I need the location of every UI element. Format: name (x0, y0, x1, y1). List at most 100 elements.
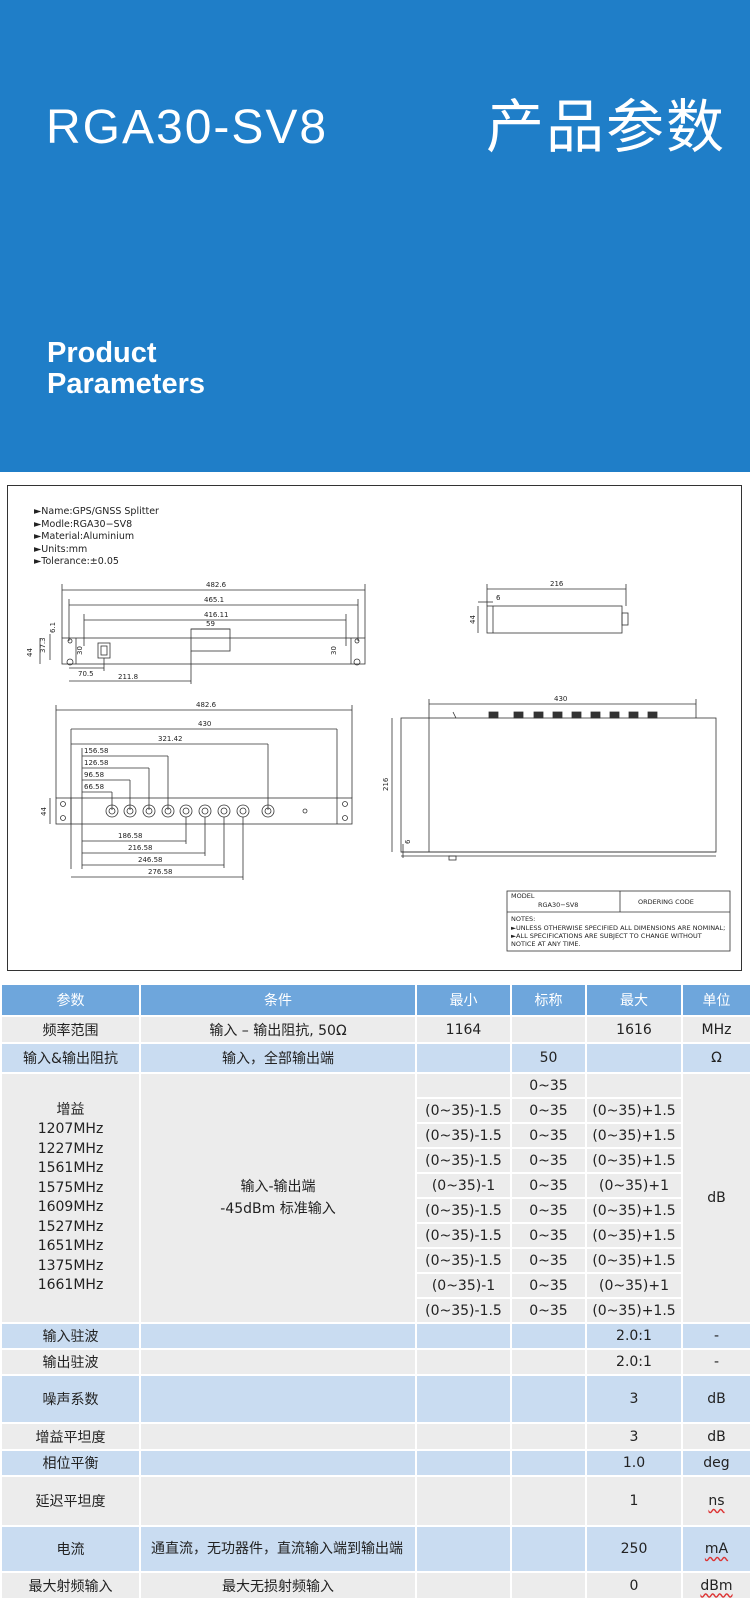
header-banner: RGA30-SV8 产品参数 Product Parameters (0, 0, 750, 472)
cell-nominal (510, 1449, 587, 1477)
english-subtitle: Product Parameters (47, 338, 205, 400)
cell-nominal: 0~35 (510, 1197, 587, 1224)
header-condition: 条件 (139, 983, 417, 1017)
tb-model-label: MODEL (511, 892, 535, 900)
row-gain-9: (0~35)-1.5 0~35 (0~35)+1.5 (1, 1297, 750, 1324)
side-dim-6: 6 (496, 594, 501, 602)
cell-nominal (510, 1525, 587, 1573)
cell-param: 输出驻波 (0, 1348, 141, 1376)
cell-min: (0~35)-1.5 (415, 1247, 512, 1274)
cell-min: (0~35)-1.5 (415, 1147, 512, 1174)
row-gain-5: (0~35)-1.5 0~35 (0~35)+1.5 (1, 1197, 750, 1224)
cell-min: (0~35)-1 (415, 1172, 512, 1199)
dim-465-1: 465.1 (204, 596, 224, 604)
cell-max: 2.0:1 (585, 1322, 683, 1350)
cell-condition: 输入 – 输出阻抗, 50Ω (139, 1015, 417, 1044)
row-gain-8: (0~35)-1 0~35 (0~35)+1 (1, 1272, 750, 1299)
gain-freq-4: 1575MHz (37, 1179, 104, 1196)
cell-min: (0~35)-1.5 (415, 1122, 512, 1149)
header-unit: 单位 (681, 983, 750, 1017)
tb-ordering: ORDERING CODE (638, 898, 694, 906)
tb-model-value: RGA30−SV8 (538, 901, 578, 909)
dim-30-left: 30 (76, 646, 84, 655)
spec-name: ►Name:GPS/GNSS Splitter (34, 506, 159, 517)
dim-30-right: 30 (330, 646, 338, 655)
dim-211-8: 211.8 (118, 673, 138, 681)
cell-nominal: 0~35 (510, 1247, 587, 1274)
cell-min (415, 1449, 512, 1477)
cell-nominal: 0~35 (510, 1097, 587, 1124)
cell-max: (0~35)+1.5 (585, 1297, 683, 1324)
panel-dim-186-58: 186.58 (118, 832, 143, 840)
spec-material: ►Material:Aluminium (34, 531, 135, 542)
cell-nominal (510, 1571, 587, 1600)
cell-condition (139, 1322, 417, 1350)
row-gain-1: (0~35)-1.5 0~35 (0~35)+1.5 (1, 1097, 750, 1124)
top-dim-6: 6 (404, 839, 412, 844)
cell-condition (139, 1374, 417, 1424)
cell-param: 输入驻波 (0, 1322, 141, 1350)
cell-unit: dBm (681, 1571, 750, 1600)
cell-param: 增益平坦度 (0, 1422, 141, 1451)
cell-condition (139, 1475, 417, 1527)
dim-44-left: 44 (26, 648, 34, 657)
top-dim-430: 430 (554, 695, 567, 703)
cell-min (415, 1348, 512, 1376)
dim-70-5: 70.5 (78, 670, 94, 678)
gain-freq-3: 1561MHz (37, 1160, 104, 1176)
cell-unit: mA (681, 1525, 750, 1573)
cell-condition (139, 1449, 417, 1477)
header-nominal: 标称 (510, 983, 587, 1017)
cell-max (585, 1042, 683, 1074)
cell-unit: deg (681, 1449, 750, 1477)
gain-freq-7: 1651MHz (37, 1238, 104, 1254)
cell-min: (0~35)-1.5 (415, 1097, 512, 1124)
cell-nominal: 0~35 (510, 1272, 587, 1299)
cell-min (415, 1042, 512, 1074)
row-impedance: 输入&输出阻抗 输入，全部输出端 50 Ω (0, 1042, 750, 1074)
cell-condition (139, 1348, 417, 1376)
cell-min (415, 1072, 512, 1099)
cell-unit: - (681, 1348, 750, 1376)
cell-unit: ns (681, 1475, 750, 1527)
cell-min (415, 1571, 512, 1600)
cell-max: 3 (585, 1422, 683, 1451)
title-block: MODEL RGA30−SV8 ORDERING CODE NOTES: ►UN… (506, 890, 731, 952)
dim-37-3: 37.3 (39, 637, 47, 653)
unit-ns: ns (708, 1493, 725, 1509)
spec-model: ►Modle:RGA30−SV8 (34, 518, 133, 530)
cell-unit: - (681, 1322, 750, 1350)
cell-nominal: 0~35 (510, 1122, 587, 1149)
row-gain-4: (0~35)-1 0~35 (0~35)+1 (1, 1172, 750, 1199)
cell-nominal (510, 1374, 587, 1424)
panel-dim-430: 430 (198, 720, 211, 728)
row-phase: 相位平衡 1.0 deg (0, 1449, 750, 1477)
cell-condition: 输入，全部输出端 (139, 1042, 417, 1074)
spec-tolerance: ►Tolerance:±0.05 (34, 556, 119, 567)
cell-min: 1164 (415, 1015, 512, 1044)
gain-freq-8: 1375MHz (37, 1257, 104, 1274)
cell-nominal (510, 1322, 587, 1350)
cell-nominal (510, 1015, 587, 1044)
cell-min: (0~35)-1.5 (415, 1297, 512, 1324)
cell-max: (0~35)+1.5 (585, 1097, 683, 1124)
unit-dbm: dBm (700, 1577, 733, 1594)
side-dim-44: 44 (469, 615, 477, 624)
gain-freq-1: 1207MHz (37, 1121, 104, 1137)
gain-freq-2: 1227MHz (37, 1140, 104, 1157)
cell-max: 2.0:1 (585, 1348, 683, 1376)
gain-cond-2: -45dBm 标准输入 (220, 1201, 336, 1217)
cell-max: 250 (585, 1525, 683, 1573)
cell-param: 延迟平坦度 (0, 1475, 141, 1527)
cell-max: 1616 (585, 1015, 683, 1044)
cell-nominal (510, 1348, 587, 1376)
panel-dim-96-58: 96.58 (84, 771, 104, 779)
cell-nominal: 0~35 (510, 1297, 587, 1324)
gain-cond-1: 输入-输出端 (240, 1179, 316, 1195)
panel-dim-44: 44 (40, 807, 48, 816)
row-current: 电流 通直流，无功器件，直流输入端到输出端 250 mA (0, 1525, 750, 1573)
cell-max: (0~35)+1.5 (585, 1197, 683, 1224)
cell-min: (0~35)-1 (415, 1272, 512, 1299)
cell-min: (0~35)-1.5 (415, 1222, 512, 1249)
cell-condition: 最大无损射频输入 (139, 1571, 417, 1600)
